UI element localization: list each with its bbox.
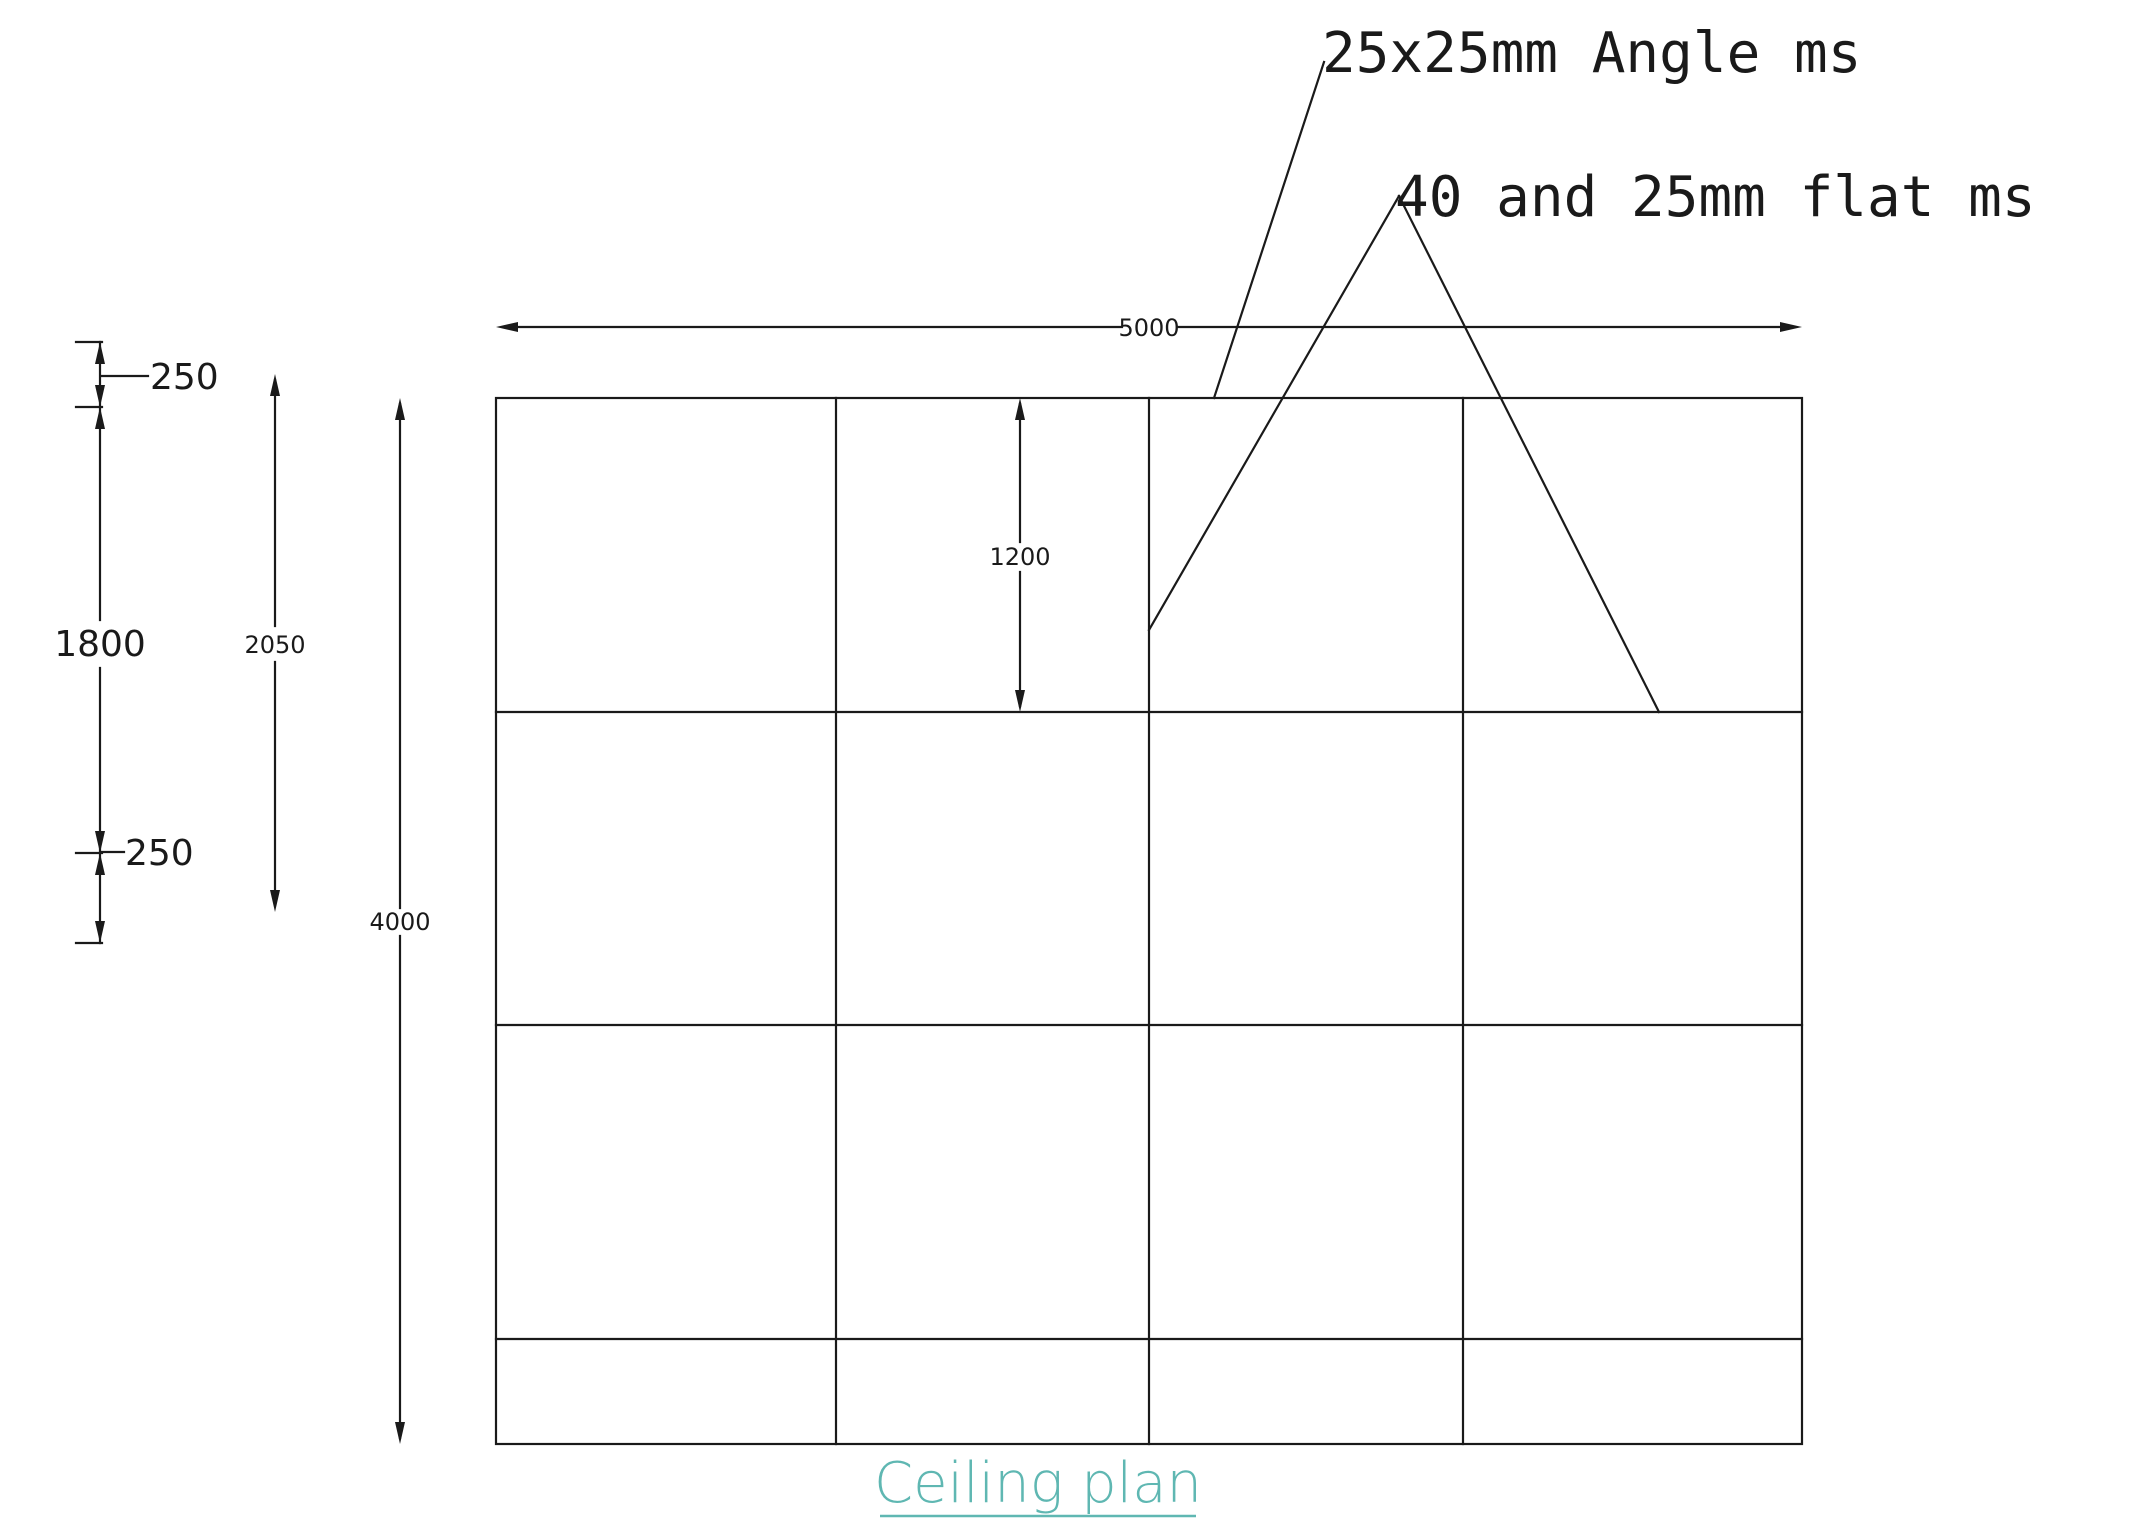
dimension-2050: 2050 — [244, 374, 306, 912]
dimension-label-5000: 5000 — [1118, 314, 1179, 342]
note-flat: 40 and 25mm flat ms — [1395, 165, 2036, 230]
leader-angle — [1212, 60, 1326, 400]
dimension-overall-height: 4000 — [369, 398, 431, 1444]
dimension-chain-1800: 1800 250 250 — [54, 340, 219, 945]
dimension-overall-width: 5000 — [496, 314, 1802, 342]
dimension-panel-height: 1200 — [989, 398, 1051, 712]
dimension-label-2050: 2050 — [244, 631, 305, 659]
leader-flat-left — [1147, 194, 1401, 632]
dimension-label-4000: 4000 — [369, 908, 430, 936]
note-angle: 25x25mm Angle ms — [1322, 21, 1861, 86]
dimension-label-250-top: 250 — [150, 357, 219, 398]
ceiling-grid — [494, 396, 1804, 1446]
leader-flat-right — [1397, 194, 1661, 714]
drawing-title: Ceiling plan — [874, 1451, 1202, 1516]
dimension-label-250-bottom: 250 — [125, 833, 194, 874]
note-leaders — [1147, 60, 1661, 714]
dimension-label-1800: 1800 — [54, 624, 146, 665]
dimension-label-1200: 1200 — [989, 543, 1050, 571]
